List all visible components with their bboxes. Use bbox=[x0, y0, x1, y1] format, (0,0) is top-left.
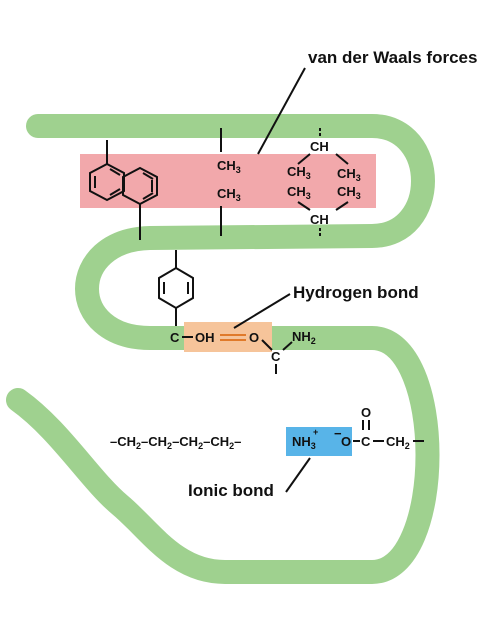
methyl-left-2: CH3 bbox=[287, 184, 311, 201]
ammonium-charge: + bbox=[313, 427, 318, 437]
aspartate-chain: CH2 bbox=[386, 434, 410, 451]
methyl-bottom-label: CH3 bbox=[217, 186, 241, 203]
ionic-bond-box bbox=[286, 427, 352, 456]
carboxyl-carbon: C bbox=[361, 434, 371, 449]
methyl-right-2: CH3 bbox=[337, 184, 361, 201]
aromatic-ring-right bbox=[122, 166, 158, 240]
ionic-bond-label: Ionic bond bbox=[188, 481, 274, 500]
ch-top-label: CH bbox=[310, 139, 329, 154]
hydroxyl-label: OH bbox=[195, 330, 215, 345]
methyl-right-1: CH3 bbox=[337, 166, 361, 183]
aromatic-ring-tyrosine bbox=[158, 266, 194, 310]
ch-bottom-label: CH bbox=[310, 212, 329, 227]
ammonium-label: NH3 bbox=[292, 434, 316, 451]
carboxylate-charge: − bbox=[334, 426, 342, 441]
methyl-left-1: CH3 bbox=[287, 164, 311, 181]
methyl-top-label: CH3 bbox=[217, 158, 241, 175]
hydrogen-bond-box bbox=[184, 322, 272, 352]
carbonyl-oxygen: O bbox=[249, 330, 259, 345]
hydrogen-bond-label: Hydrogen bond bbox=[293, 283, 419, 302]
amide-carbon: C bbox=[271, 349, 281, 364]
ionic-bond-pointer bbox=[285, 457, 311, 493]
van-der-waals-pointer bbox=[257, 67, 306, 155]
hydrogen-bond-pointer bbox=[233, 293, 291, 329]
carboxylate-oxygen: O bbox=[341, 434, 351, 449]
carboxyl-oxygen: O bbox=[361, 405, 371, 420]
amine-label: NH2 bbox=[292, 329, 316, 346]
carbon-left: C bbox=[170, 330, 180, 345]
lysine-chain: –CH2–CH2–CH2–CH2– bbox=[110, 434, 241, 451]
van-der-waals-label: van der Waals forces bbox=[308, 48, 477, 67]
aromatic-ring-left bbox=[89, 140, 125, 202]
polypeptide-backbone bbox=[6, 114, 440, 584]
